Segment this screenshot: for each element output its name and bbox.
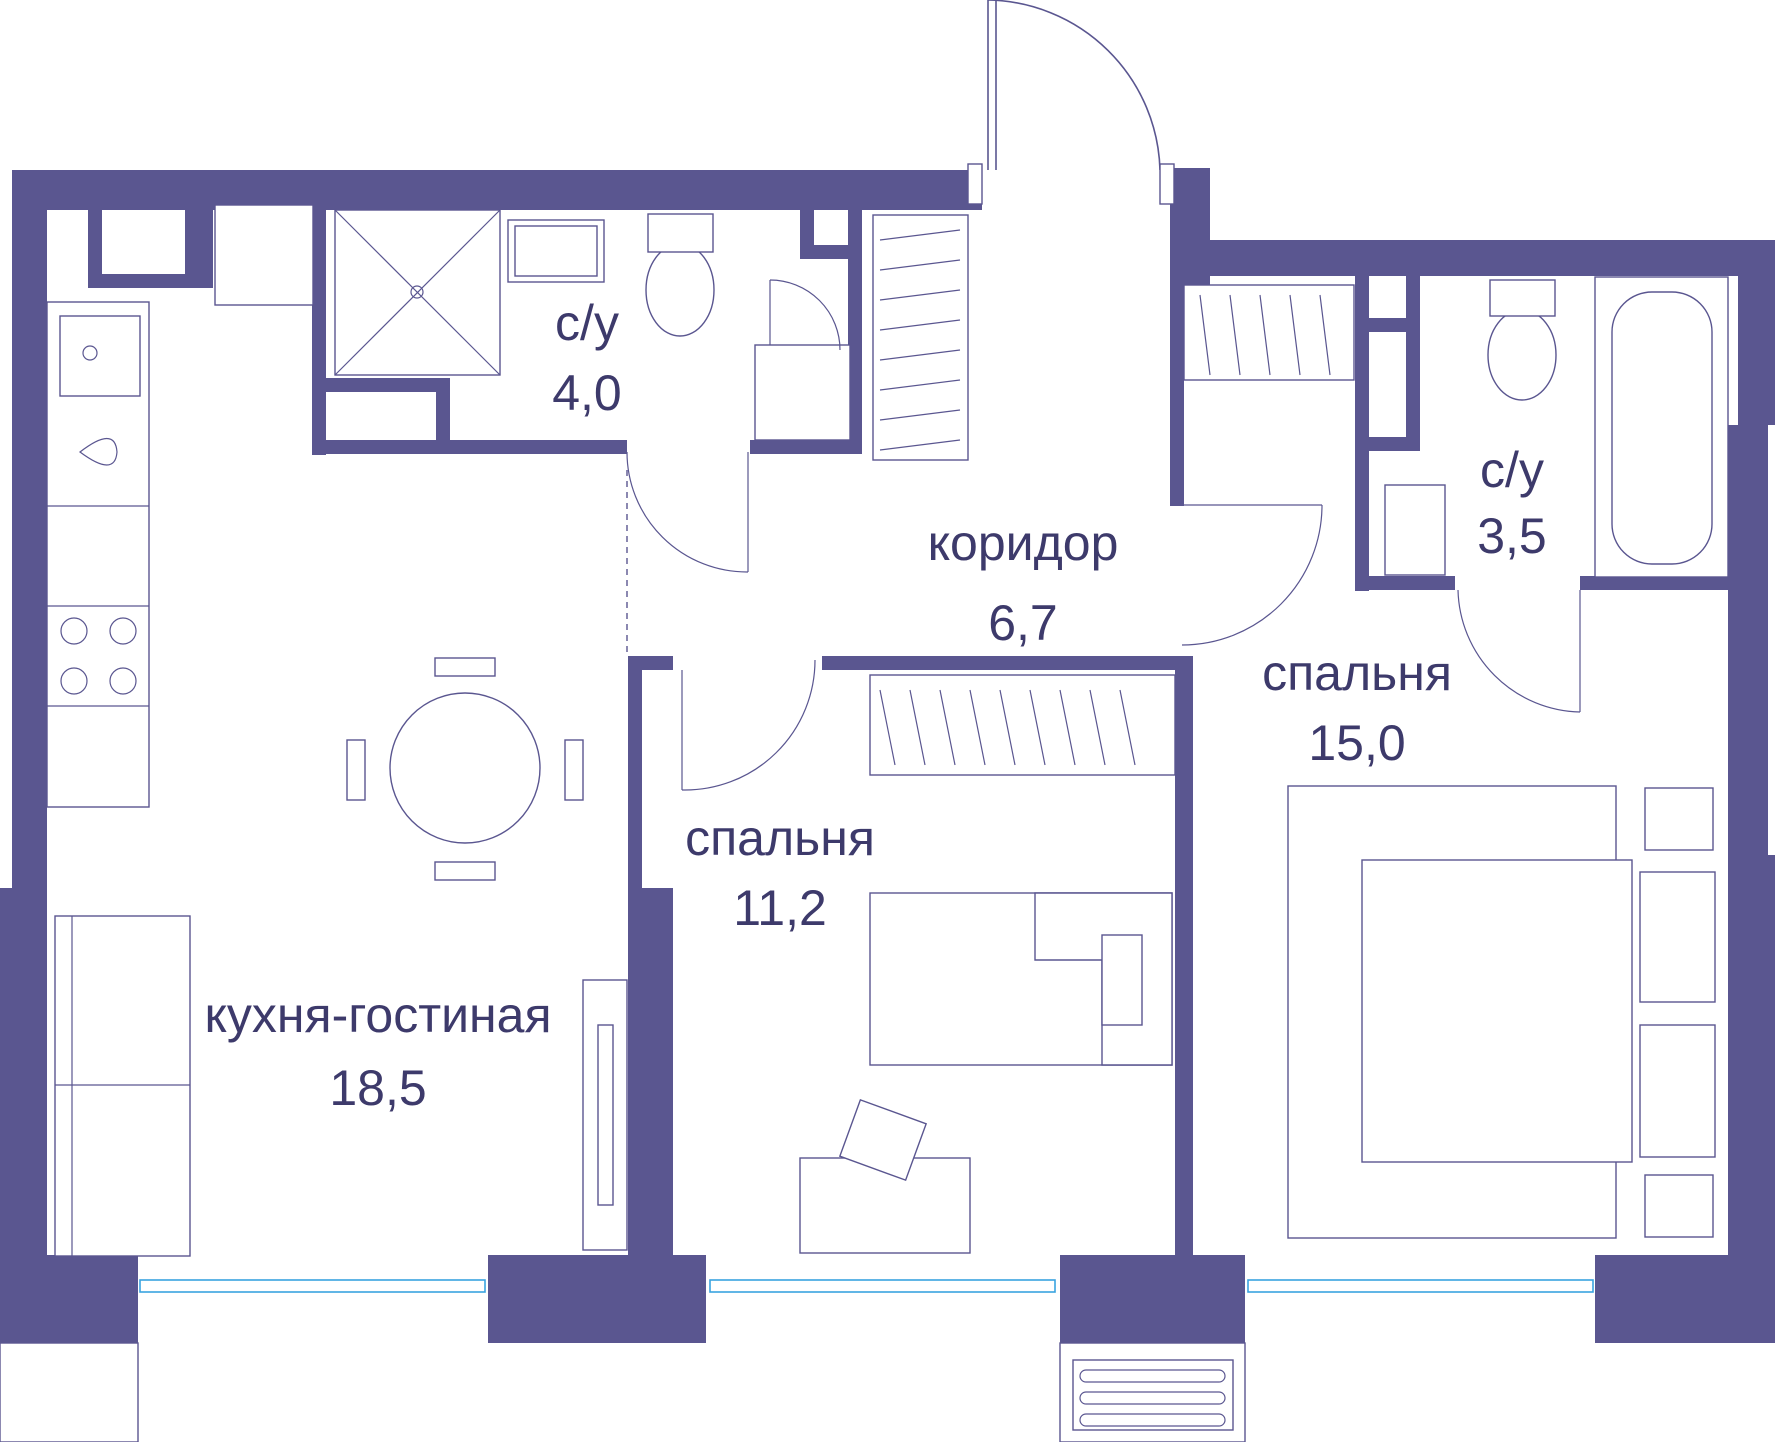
room-name-corridor: коридор (928, 515, 1119, 571)
room-name-bedroom-small: спальня (685, 810, 875, 866)
room-area-bathroom-2: 3,5 (1477, 508, 1547, 564)
room-name-bathroom-2: с/у (1480, 442, 1544, 498)
balcony-radiator (0, 1342, 1246, 1442)
bathroom-2-fixtures (1384, 276, 1729, 713)
room-area-corridor: 6,7 (988, 595, 1058, 651)
room-area-bedroom-large: 15,0 (1308, 715, 1405, 771)
bedroom-small-furniture (681, 659, 1176, 1254)
room-labels: с/у 4,0 коридор 6,7 с/у 3,5 спальня 15,0… (204, 295, 1546, 1116)
bedroom-large-furniture (1287, 785, 1716, 1239)
room-area-bedroom-small: 11,2 (733, 880, 827, 936)
wardrobe-corridor (872, 214, 969, 461)
windows (139, 1279, 1594, 1293)
room-area-kitchen-living: 18,5 (329, 1060, 426, 1116)
room-name-bedroom-large: спальня (1262, 645, 1452, 701)
room-area-bathroom-1: 4,0 (552, 365, 622, 421)
entry-door (967, 0, 1175, 205)
walls (0, 168, 1775, 1343)
room-name-bathroom-1: с/у (555, 295, 619, 351)
kitchen-furniture (46, 204, 628, 1257)
bathroom-1-fixtures (334, 209, 851, 656)
wardrobe-right (1181, 284, 1355, 646)
room-name-kitchen-living: кухня-гостиная (204, 987, 551, 1043)
